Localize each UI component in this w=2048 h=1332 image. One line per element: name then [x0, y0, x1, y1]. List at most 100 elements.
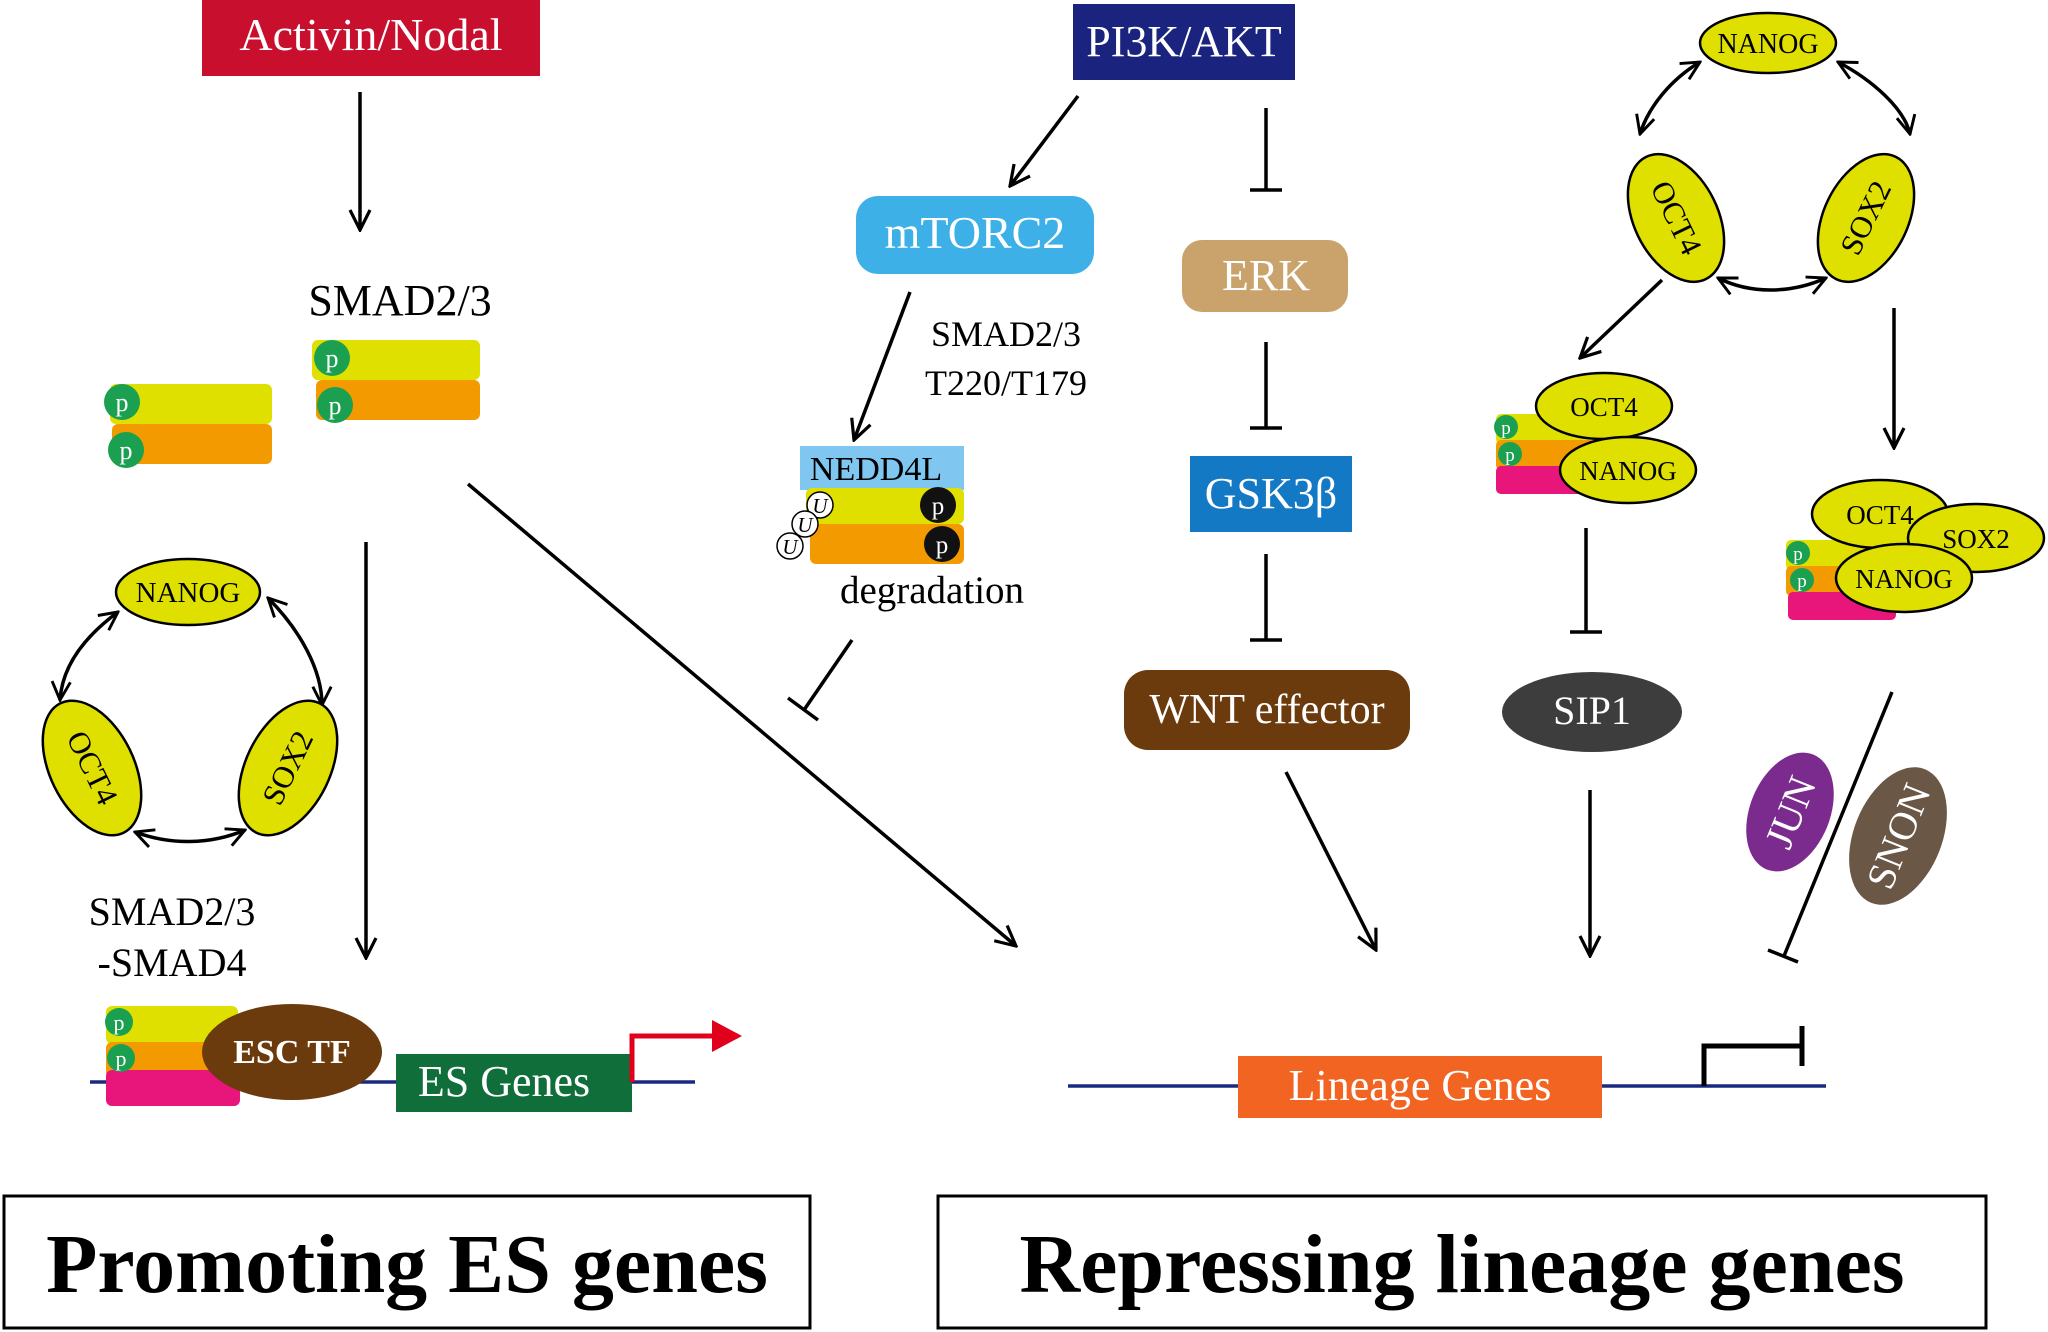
- erk-label: ERK: [1222, 251, 1310, 300]
- svg-text:p: p: [1501, 418, 1511, 439]
- smad-pair-left: p p: [104, 384, 272, 468]
- lineage-genes-box: [1238, 1056, 1602, 1118]
- svg-text:p: p: [326, 344, 339, 373]
- sip1-label: SIP1: [1553, 688, 1631, 733]
- wnt-to-lineage-arrow: [1284, 771, 1376, 950]
- esc-tf-label: ESC TF: [233, 1034, 350, 1071]
- wnt-effector-label: WNT effector: [1149, 687, 1384, 733]
- gsk3b-inhibits-wnt: [1250, 554, 1282, 642]
- degradation-inhibition: [786, 639, 854, 722]
- smad-complex-label-2: -SMAD4: [98, 940, 247, 985]
- oct4-node: OCT4: [41, 699, 143, 837]
- pi3k-akt-label: PI3K/AKT: [1086, 17, 1282, 66]
- complex-inhibits-sip1: [1570, 528, 1602, 634]
- footer-right-label: Repressing lineage genes: [1019, 1218, 1904, 1311]
- phospho-icon: [924, 526, 960, 562]
- svg-text:OCT4: OCT4: [1570, 392, 1638, 422]
- lineage-genes-label: Lineage Genes: [1289, 1061, 1552, 1110]
- footer-right-box: Repressing lineage genes: [936, 1194, 1988, 1330]
- nanog-node: [1834, 542, 1974, 614]
- svg-text:p: p: [1793, 544, 1803, 565]
- ubiquitin-icon: [791, 510, 819, 538]
- phospho-icon: [314, 340, 350, 376]
- phospho-icon: [107, 1044, 135, 1072]
- svg-text:U: U: [812, 494, 829, 518]
- mtorc2-to-nedd4l-arrow: [854, 291, 912, 440]
- nanog-node: [114, 557, 262, 627]
- oct4-nanog-smad-complex: p p OCT4 NANOG: [1494, 371, 1698, 505]
- es-tss-arrow: [629, 1033, 738, 1082]
- smad23-label: SMAD2/3: [308, 276, 491, 325]
- smad-pair-right: p p: [312, 340, 480, 423]
- footer-left-label: Promoting ES genes: [46, 1218, 768, 1311]
- jun-node: JUN: [1746, 752, 1834, 872]
- smad-site-label-1: SMAD2/3: [931, 314, 1081, 354]
- oct4-sox2-nanog-smad-complex: p p OCT4 SOX2 NANOG: [1786, 478, 2046, 620]
- smad-to-lineage-arrow: [466, 482, 1016, 946]
- mtorc2-label: mTORC2: [885, 207, 1066, 258]
- oct4-node: OCT4: [1626, 152, 1726, 284]
- phospho-icon: [1494, 415, 1518, 439]
- svg-text:p: p: [114, 1010, 125, 1035]
- svg-text:U: U: [797, 513, 814, 537]
- pi3k-to-mtorc2-arrow: [1010, 94, 1080, 186]
- svg-text:p: p: [932, 493, 945, 520]
- left-pluripotency-triad: NANOG OCT4 SOX2: [41, 557, 339, 851]
- svg-text:NANOG: NANOG: [1579, 456, 1677, 486]
- ubiquitin-icon: [776, 532, 804, 560]
- nedd4l-label: NEDD4L: [810, 451, 942, 488]
- degradation-label: degradation: [840, 569, 1024, 612]
- erk-box: [1182, 240, 1348, 312]
- lineage-tss-blocked: [1701, 1026, 1805, 1086]
- snon-node: SNON: [1849, 767, 1947, 905]
- phospho-icon: [1790, 568, 1814, 592]
- svg-text:OCT4: OCT4: [1846, 500, 1914, 530]
- svg-text:NANOG: NANOG: [1855, 564, 1953, 594]
- es-genes-box: [396, 1054, 632, 1112]
- svg-text:U: U: [782, 535, 799, 559]
- sox2-node: SOX2: [1816, 152, 1916, 284]
- jun-snon-inhibition: [1767, 691, 1894, 964]
- smad-smad4-complex: p p: [105, 1006, 240, 1106]
- svg-text:p: p: [1505, 445, 1515, 466]
- svg-text:p: p: [116, 388, 129, 417]
- svg-text:p: p: [120, 436, 133, 465]
- phospho-icon: [105, 1008, 133, 1036]
- svg-text:p: p: [329, 391, 342, 420]
- sip1-node: [1502, 672, 1682, 752]
- sox2-node: SOX2: [237, 699, 339, 837]
- nedd4l-complex: NEDD4L p p U U U: [776, 446, 964, 564]
- ubiquitin-icon: [806, 491, 834, 519]
- phospho-icon: [108, 432, 144, 468]
- gsk3b-label: GSK3β: [1205, 469, 1337, 518]
- smad-site-label-2: T220/T179: [925, 363, 1087, 403]
- smad-complex-label-1: SMAD2/3: [89, 889, 256, 934]
- es-tss-arrowhead: [712, 1020, 742, 1052]
- svg-text:p: p: [936, 532, 949, 559]
- svg-text:p: p: [116, 1046, 127, 1071]
- activin-nodal-box: Activin/Nodal: [202, 0, 540, 76]
- svg-text:NANOG: NANOG: [136, 577, 241, 609]
- phospho-icon: [1498, 442, 1522, 466]
- triad-to-oct4-nanog-arrow: [1580, 278, 1664, 358]
- svg-text:NANOG: NANOG: [1717, 29, 1818, 60]
- gsk3b-box: [1190, 456, 1352, 532]
- nanog-node: [1698, 11, 1838, 75]
- pi3k-inhibits-erk: [1250, 108, 1282, 192]
- mtorc2-box: [856, 196, 1094, 274]
- phospho-icon: [1786, 541, 1810, 565]
- footer-left-box: Promoting ES genes: [2, 1194, 812, 1330]
- right-pluripotency-triad: NANOG OCT4 SOX2: [1626, 11, 1933, 298]
- pi3k-akt-box: [1073, 4, 1295, 80]
- phospho-icon: [104, 384, 140, 420]
- nanog-node: [1558, 435, 1698, 505]
- svg-text:SOX2: SOX2: [1942, 524, 2010, 554]
- activin-nodal-label: Activin/Nodal: [239, 9, 502, 60]
- svg-text:p: p: [1797, 571, 1807, 592]
- phospho-icon: [317, 387, 353, 423]
- erk-inhibits-gsk3b: [1250, 342, 1282, 430]
- wnt-effector-box: [1124, 670, 1410, 750]
- es-genes-label: ES Genes: [418, 1057, 590, 1106]
- phospho-icon: [920, 487, 956, 523]
